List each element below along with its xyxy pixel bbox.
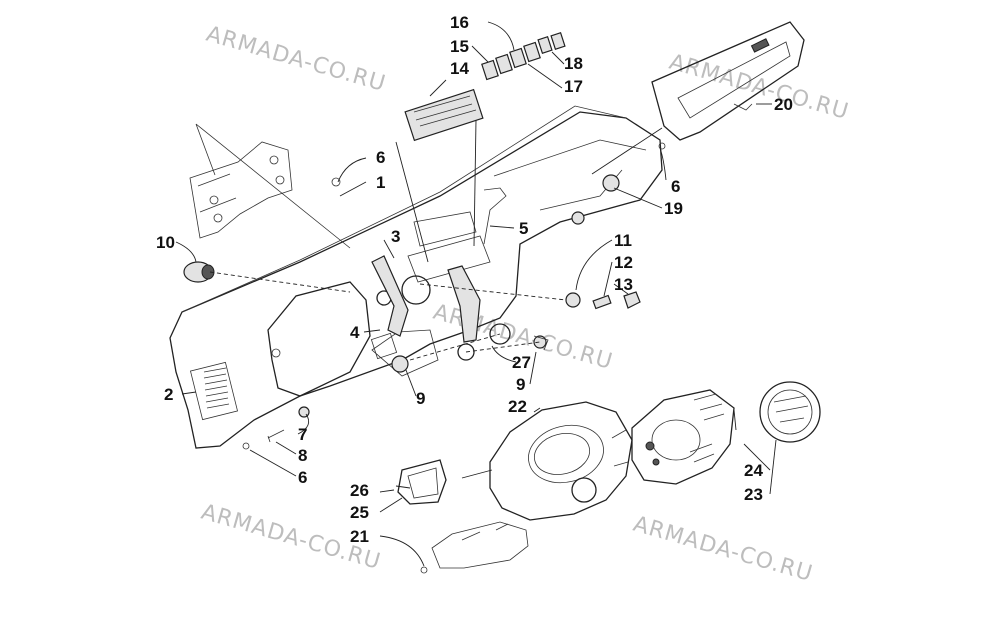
watermark-bottom-right: ARMADA-CO.RU <box>630 512 815 587</box>
callout-2: 2 <box>164 385 173 404</box>
callout-12: 12 <box>614 253 633 272</box>
small-parts-right <box>533 174 641 351</box>
callout-8: 8 <box>298 446 307 465</box>
callout-11: 11 <box>614 231 632 250</box>
callout-26: 26 <box>350 481 369 500</box>
callout-19: 19 <box>664 199 683 218</box>
fasteners <box>242 142 666 450</box>
lower-trim-21 <box>420 521 529 574</box>
gauge-face-24 <box>631 389 735 485</box>
callout-6-bottom: 6 <box>298 468 307 487</box>
callout-5: 5 <box>519 219 528 238</box>
callout-4: 4 <box>350 323 360 342</box>
gauge-cluster-23 <box>759 381 821 443</box>
callout-3: 3 <box>391 227 400 246</box>
watermark-top-left: ARMADA-CO.RU <box>203 22 388 97</box>
dashboard-shell <box>169 105 663 449</box>
callout-9-right: 9 <box>516 375 525 394</box>
callout-24: 24 <box>744 461 763 480</box>
callout-10: 10 <box>156 233 175 252</box>
callout-7: 7 <box>298 425 307 444</box>
callout-13: 13 <box>614 275 633 294</box>
callout-17: 17 <box>564 77 583 96</box>
callout-1: 1 <box>376 173 385 192</box>
knob-10 <box>183 261 215 283</box>
leader-lines <box>175 21 777 567</box>
switch-panel <box>404 32 566 142</box>
callout-labels: 1 2 3 4 5 6 6 6 7 8 9 9 10 11 12 13 14 1… <box>156 13 793 546</box>
callout-25: 25 <box>350 503 369 522</box>
callout-18: 18 <box>564 54 583 73</box>
callout-15: 15 <box>450 37 469 56</box>
mounting-bracket <box>189 123 351 249</box>
watermark-top-right: ARMADA-CO.RU <box>666 50 851 125</box>
callout-16: 16 <box>450 13 469 32</box>
gauge-bezel-26 <box>397 459 447 505</box>
callout-20: 20 <box>774 95 793 114</box>
callout-6-top: 6 <box>376 148 385 167</box>
trim-panel <box>651 21 805 141</box>
callout-9-left: 9 <box>416 389 425 408</box>
callout-23: 23 <box>744 485 763 504</box>
callout-22: 22 <box>508 397 527 416</box>
instrument-pod <box>489 401 633 521</box>
callout-14: 14 <box>450 59 469 78</box>
callout-21: 21 <box>350 527 369 546</box>
callout-27: 27 <box>512 353 531 372</box>
callout-6-right: 6 <box>671 177 680 196</box>
handle-3 <box>371 255 481 373</box>
